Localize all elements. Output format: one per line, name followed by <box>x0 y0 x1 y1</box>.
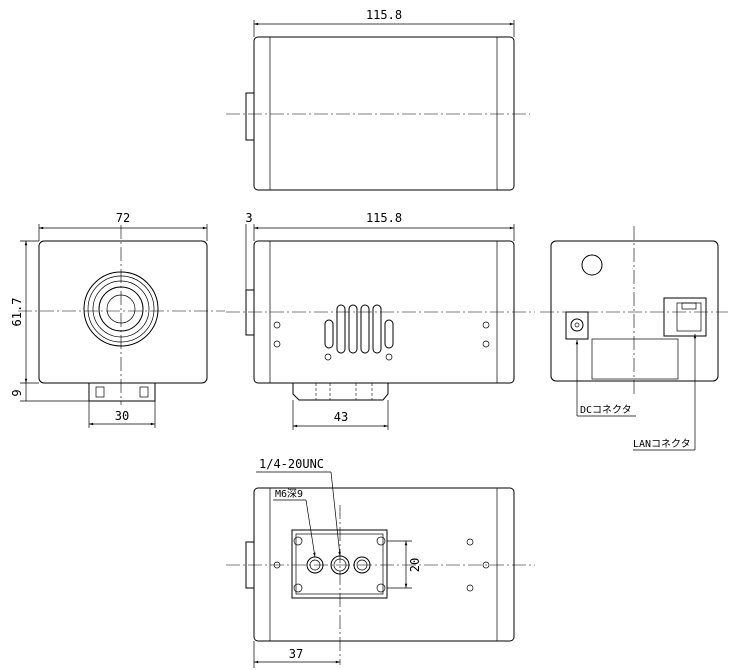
rear-view-body <box>550 240 719 382</box>
front-view-base-height-dimension: 9 <box>10 389 24 396</box>
front-view-tripod-base <box>88 382 156 402</box>
front-view-body <box>38 240 208 384</box>
lan-connector <box>663 297 707 337</box>
mounting-plate <box>291 529 388 599</box>
front-view-height-dimension: 61.7 <box>10 298 24 327</box>
bottom-view: 1/4-20UNC M6深9 20 37 <box>226 457 535 668</box>
rear-view-indicator-hole <box>581 254 603 276</box>
lens-outer-ring <box>83 271 159 347</box>
dc-connector-label: DCコネクタ <box>580 404 632 416</box>
dc-connector <box>565 311 589 340</box>
side-view-base-dimension: 43 <box>334 410 348 424</box>
bottom-view-offset-dimension: 37 <box>289 647 303 661</box>
top-view-length-dimension: 115.8 <box>366 8 402 22</box>
vent-slots <box>324 304 394 354</box>
rear-view-board <box>591 338 679 380</box>
pin-hole <box>353 556 371 574</box>
side-view-tripod-base <box>292 383 389 401</box>
side-view-screws <box>273 321 490 361</box>
front-view-width-dimension: 72 <box>116 211 130 225</box>
side-view: 3 115.8 43 <box>226 211 535 430</box>
front-view: 72 61.7 9 30 <box>10 211 225 428</box>
side-view-lens-mount <box>245 289 255 336</box>
top-view: 115.8 <box>226 8 530 191</box>
bottom-view-body <box>253 487 515 642</box>
thread-label: 1/4-20UNC <box>259 457 324 471</box>
bottom-view-spacing-dimension: 20 <box>408 558 422 572</box>
rear-view: DCコネクタ LANコネクタ <box>540 226 728 451</box>
side-view-offset-dimension: 3 <box>245 211 252 225</box>
screw-label: M6深9 <box>275 488 303 500</box>
front-view-base-width-dimension: 30 <box>115 409 129 423</box>
top-view-lens-mount <box>245 92 255 141</box>
lan-connector-label: LANコネクタ <box>633 438 691 450</box>
side-view-length-dimension: 115.8 <box>366 211 402 225</box>
top-view-body <box>253 36 515 191</box>
